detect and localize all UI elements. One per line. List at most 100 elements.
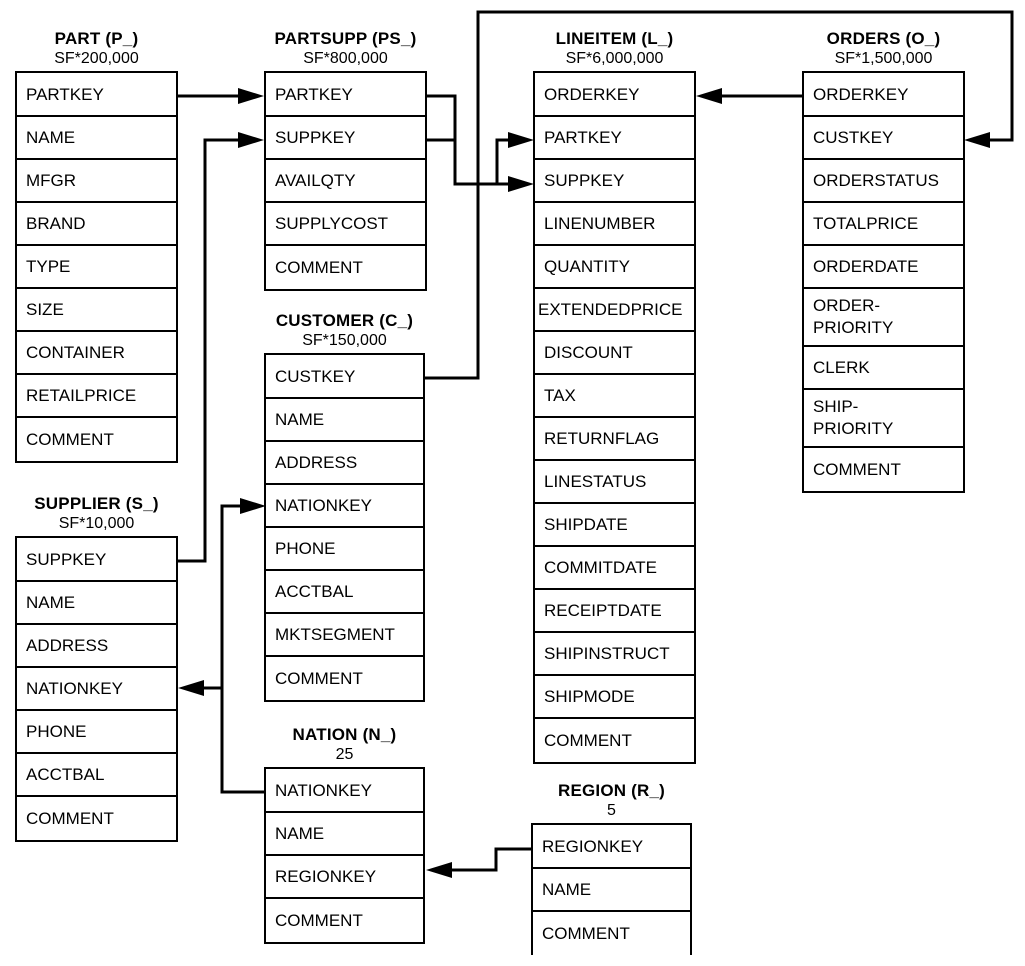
column-region-regionkey: REGIONKEY [533, 825, 690, 869]
table-region-box: REGIONKEY NAME COMMENT [531, 823, 692, 955]
column-part-partkey: PARTKEY [17, 73, 176, 117]
column-supplier-suppkey: SUPPKEY [17, 538, 176, 582]
table-partsupp-box: PARTKEY SUPPKEY AVAILQTY SUPPLYCOST COMM… [264, 71, 427, 291]
column-orders-orderpriority-line2: PRIORITY [813, 318, 894, 337]
column-partsupp-supplycost: SUPPLYCOST [266, 203, 425, 246]
column-lineitem-shipmode: SHIPMODE [535, 676, 694, 719]
column-lineitem-extendedprice: EXTENDEDPRICE [535, 289, 694, 332]
table-supplier-cardinality: SF*10,000 [58, 515, 135, 532]
table-part-box: PARTKEY NAME MFGR BRAND TYPE SIZE CONTAI… [15, 71, 178, 463]
column-orders-shippriority-line1: SHIP- [813, 397, 859, 416]
column-lineitem-shipdate: SHIPDATE [535, 504, 694, 547]
column-supplier-comment: COMMENT [17, 797, 176, 840]
table-orders: ORDERS (O_) SF*1,500,000 ORDERKEY CUSTKE… [802, 28, 965, 493]
table-orders-cardinality: SF*1,500,000 [834, 50, 933, 67]
column-customer-mktsegment: MKTSEGMENT [266, 614, 423, 657]
column-customer-comment: COMMENT [266, 657, 423, 700]
column-orders-orderdate: ORDERDATE [804, 246, 963, 289]
column-orders-custkey: CUSTKEY [804, 117, 963, 160]
column-lineitem-comment: COMMENT [535, 719, 694, 762]
table-nation: NATION (N_) 25 NATIONKEY NAME REGIONKEY … [264, 724, 425, 944]
column-partsupp-partkey: PARTKEY [266, 73, 425, 117]
table-region-cardinality: 5 [607, 802, 616, 819]
table-lineitem-cardinality: SF*6,000,000 [565, 50, 664, 67]
table-customer-cardinality: SF*150,000 [302, 332, 387, 349]
column-nation-nationkey: NATIONKEY [266, 769, 423, 813]
column-orders-orderpriority-line1: ORDER- [813, 296, 881, 315]
column-orders-comment: COMMENT [804, 448, 963, 491]
column-part-container: CONTAINER [17, 332, 176, 375]
column-lineitem-tax: TAX [535, 375, 694, 418]
table-lineitem-box: ORDERKEY PARTKEY SUPPKEY LINENUMBER QUAN… [533, 71, 696, 764]
table-partsupp: PARTSUPP (PS_) SF*800,000 PARTKEY SUPPKE… [264, 28, 427, 291]
column-supplier-name: NAME [17, 582, 176, 625]
column-customer-nationkey: NATIONKEY [266, 485, 423, 528]
column-orders-clerk: CLERK [804, 347, 963, 390]
column-orders-totalprice: TOTALPRICE [804, 203, 963, 246]
column-customer-acctbal: ACCTBAL [266, 571, 423, 614]
column-lineitem-quantity: QUANTITY [535, 246, 694, 289]
column-nation-comment: COMMENT [266, 899, 423, 942]
column-lineitem-discount: DISCOUNT [535, 332, 694, 375]
column-orders-orderpriority: ORDER- PRIORITY [804, 289, 963, 347]
table-customer-title: CUSTOMER (C_) [275, 311, 414, 330]
table-region: REGION (R_) 5 REGIONKEY NAME COMMENT [531, 780, 692, 955]
column-orders-orderkey: ORDERKEY [804, 73, 963, 117]
column-partsupp-comment: COMMENT [266, 246, 425, 289]
column-lineitem-suppkey: SUPPKEY [535, 160, 694, 203]
column-lineitem-returnflag: RETURNFLAG [535, 418, 694, 461]
link-partsupp-to-lineitem [427, 94, 534, 192]
table-lineitem: LINEITEM (L_) SF*6,000,000 ORDERKEY PART… [533, 28, 696, 764]
column-region-name: NAME [533, 869, 690, 912]
table-nation-title: NATION (N_) [292, 725, 397, 744]
table-supplier-box: SUPPKEY NAME ADDRESS NATIONKEY PHONE ACC… [15, 536, 178, 842]
table-part-cardinality: SF*200,000 [54, 50, 139, 67]
column-partsupp-suppkey: SUPPKEY [266, 117, 425, 160]
column-lineitem-linestatus: LINESTATUS [535, 461, 694, 504]
column-lineitem-partkey: PARTKEY [535, 117, 694, 160]
table-customer: CUSTOMER (C_) SF*150,000 CUSTKEY NAME AD… [264, 310, 425, 702]
link-part-partkey-to-partsupp-partkey [178, 88, 264, 104]
table-partsupp-cardinality: SF*800,000 [303, 50, 388, 67]
link-region-regionkey-to-nation-regionkey [426, 847, 531, 878]
column-part-size: SIZE [17, 289, 176, 332]
column-lineitem-orderkey: ORDERKEY [535, 73, 694, 117]
table-orders-box: ORDERKEY CUSTKEY ORDERSTATUS TOTALPRICE … [802, 71, 965, 493]
column-customer-name: NAME [266, 399, 423, 442]
table-orders-title: ORDERS (O_) [826, 29, 941, 48]
link-supplier-suppkey-to-partsupp-suppkey [178, 132, 264, 563]
table-nation-box: NATIONKEY NAME REGIONKEY COMMENT [264, 767, 425, 944]
column-nation-regionkey: REGIONKEY [266, 856, 423, 899]
column-supplier-address: ADDRESS [17, 625, 176, 668]
column-orders-orderstatus: ORDERSTATUS [804, 160, 963, 203]
table-region-title: REGION (R_) [557, 781, 666, 800]
column-lineitem-receiptdate: RECEIPTDATE [535, 590, 694, 633]
column-partsupp-availqty: AVAILQTY [266, 160, 425, 203]
table-customer-box: CUSTKEY NAME ADDRESS NATIONKEY PHONE ACC… [264, 353, 425, 702]
table-supplier-title: SUPPLIER (S_) [34, 494, 159, 513]
column-supplier-phone: PHONE [17, 711, 176, 754]
table-nation-cardinality: 25 [335, 746, 354, 763]
column-lineitem-linenumber: LINENUMBER [535, 203, 694, 246]
column-lineitem-commitdate: COMMITDATE [535, 547, 694, 590]
column-orders-shippriority: SHIP- PRIORITY [804, 390, 963, 448]
column-region-comment: COMMENT [533, 912, 690, 955]
column-part-name: NAME [17, 117, 176, 160]
column-customer-address: ADDRESS [266, 442, 423, 485]
table-part-title: PART (P_) [54, 29, 139, 48]
column-part-mfgr: MFGR [17, 160, 176, 203]
column-customer-custkey: CUSTKEY [266, 355, 423, 399]
column-part-brand: BRAND [17, 203, 176, 246]
table-lineitem-title: LINEITEM (L_) [555, 29, 674, 48]
column-lineitem-shipinstruct: SHIPINSTRUCT [535, 633, 694, 676]
column-orders-shippriority-line2: PRIORITY [813, 419, 894, 438]
column-supplier-acctbal: ACCTBAL [17, 754, 176, 797]
column-supplier-nationkey: NATIONKEY [17, 668, 176, 711]
table-supplier: SUPPLIER (S_) SF*10,000 SUPPKEY NAME ADD… [15, 493, 178, 842]
column-part-type: TYPE [17, 246, 176, 289]
column-part-retailprice: RETAILPRICE [17, 375, 176, 418]
table-part: PART (P_) SF*200,000 PARTKEY NAME MFGR B… [15, 28, 178, 463]
link-nation-nationkey-to-customer-and-supplier [178, 498, 266, 794]
column-part-comment: COMMENT [17, 418, 176, 461]
